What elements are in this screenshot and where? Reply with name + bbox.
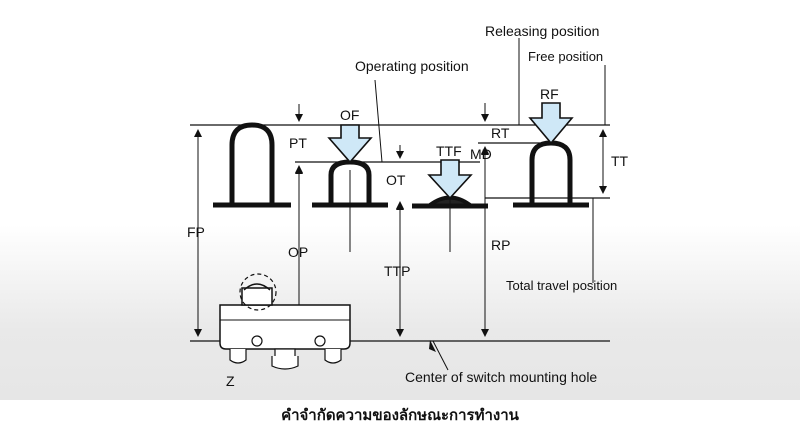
rf-label: RF [540,86,559,102]
rt-label: RT [491,125,510,141]
operating-position-label: Operating position [355,58,469,74]
releasing-position-label: Releasing position [485,23,599,39]
rf-arrow-icon [528,102,574,145]
ttf-arrow-icon [427,159,473,200]
hole-leader [432,340,449,371]
of-label: OF [340,107,359,123]
md-label: MD [470,146,492,162]
ttp-label: TTP [384,263,410,279]
z-label: Z [226,373,235,389]
plunger-total-travel [412,195,488,252]
ot-label: OT [386,172,406,188]
of-arrow-icon [327,124,373,164]
plunger-releasing [513,140,589,208]
mounting-hole-right [314,335,326,347]
total-travel-position-label: Total travel position [506,278,617,293]
pt-label: PT [289,135,307,151]
switch-body [219,273,351,370]
plunger-detail-circle [239,273,277,311]
plunger-free [213,122,291,208]
plunger-operating [312,159,388,252]
operating-leader [374,79,383,163]
op-label: OP [288,244,308,260]
rp-label: RP [491,237,510,253]
free-position-label: Free position [528,49,603,64]
diagram-stage: Releasing position Free position Operati… [187,23,629,389]
caption: คำจำกัดความของลักษณะการทำงาน [0,400,800,430]
switch-characteristics-diagram: Releasing position Free position Operati… [187,23,629,389]
fp-label: FP [187,224,205,240]
ttf-label: TTF [436,143,462,159]
tt-label: TT [611,153,629,169]
hole-leader-arrow-icon [429,340,436,352]
mounting-hole-left [251,335,263,347]
center-of-hole-label: Center of switch mounting hole [405,369,597,385]
